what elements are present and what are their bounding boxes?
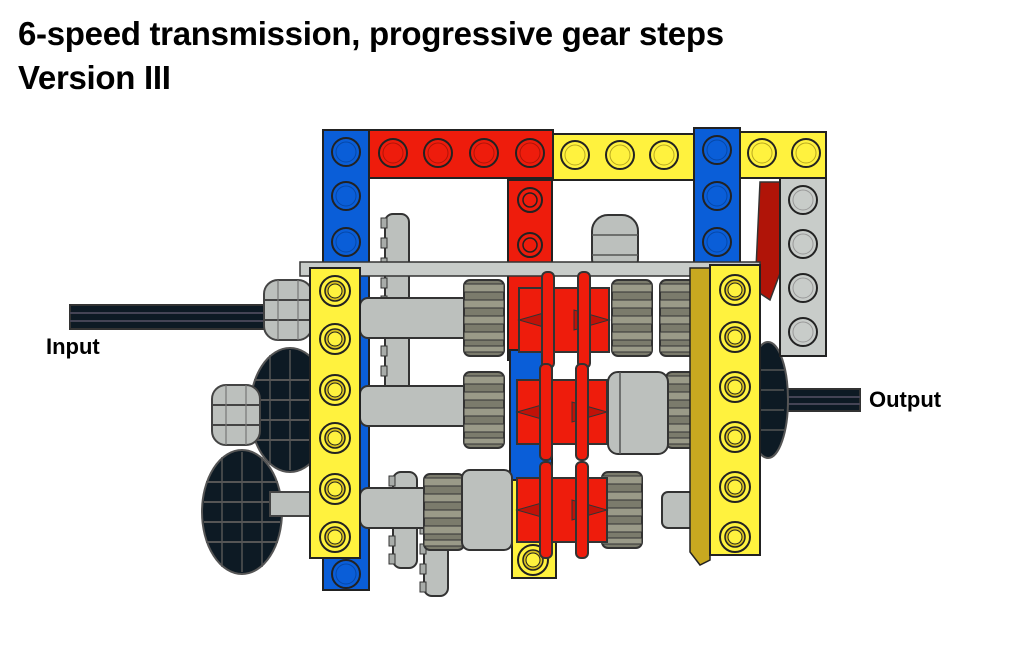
dark-gear-bot-left (423, 473, 465, 551)
beam-red-top (368, 129, 554, 179)
knob-gear-left (211, 384, 261, 446)
gray-drum-middle (607, 371, 669, 455)
dark-gear-mid-left (463, 371, 505, 449)
title-line-1: 6-speed transmission, progressive gear s… (18, 15, 724, 52)
shaft-middle (359, 385, 481, 427)
gray-drum-bottom (461, 469, 513, 551)
beam-yellow-top (552, 133, 697, 181)
dark-gear-top-right (611, 279, 653, 357)
beam-gray-right (779, 177, 827, 357)
beam-blue-right (693, 127, 741, 279)
beam-yellow-left-front (309, 267, 361, 559)
beam-yellow-top-right (739, 131, 827, 179)
output-label: Output (869, 387, 942, 412)
title-line-2: Version III (18, 59, 171, 96)
input-axle (69, 304, 291, 330)
beam-yellow-right-front (689, 264, 761, 566)
dark-gear-top-left (463, 279, 505, 357)
input-label: Input (46, 334, 100, 359)
diagram-title: 6-speed transmission, progressive gear s… (18, 12, 724, 100)
input-knob-gear-top (263, 279, 313, 341)
